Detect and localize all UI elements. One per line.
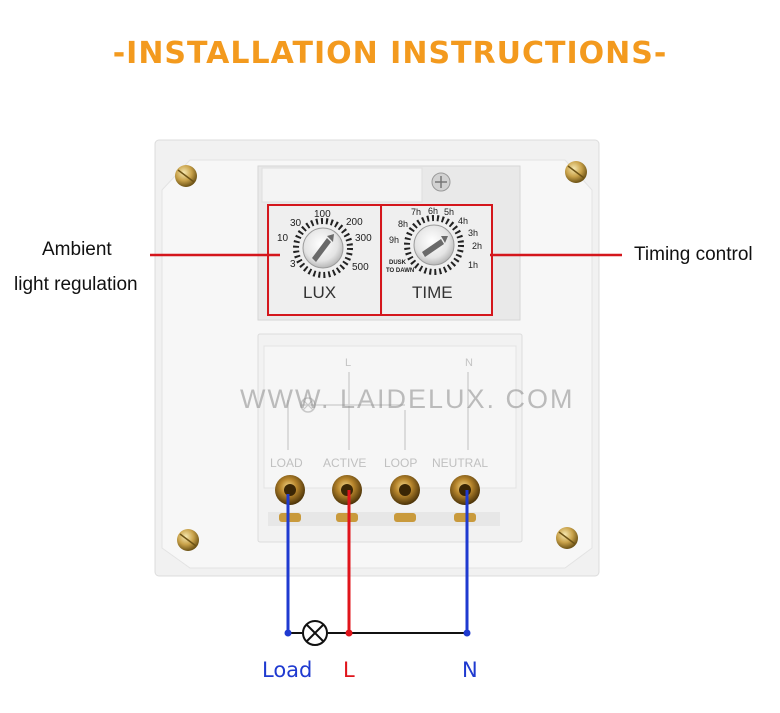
time-scale-9h: 9h xyxy=(389,235,399,245)
time-scale-8h: 8h xyxy=(398,219,408,229)
time-knob-arrow-icon xyxy=(422,236,448,257)
time-scale-6h: 6h xyxy=(428,206,438,216)
ambient-callout-line2: light regulation xyxy=(14,274,138,295)
time-dusk-line2: TO DAWN xyxy=(386,268,414,274)
time-label: TIME xyxy=(412,283,453,302)
time-dial-ticks xyxy=(404,215,464,275)
lux-scale-3: 3 xyxy=(290,259,296,270)
lux-scale-200: 200 xyxy=(346,217,363,228)
lamp-symbol-icon xyxy=(300,397,316,413)
n-node xyxy=(463,629,471,637)
time-highlight-box xyxy=(380,204,493,316)
time-scale-3h: 3h xyxy=(468,228,478,238)
lux-label: LUX xyxy=(303,283,336,302)
terminal-top-n: N xyxy=(465,357,473,369)
terminal-label-active: ACTIVE xyxy=(323,456,366,470)
terminal-label-load: LOAD xyxy=(270,456,303,470)
corner-screw-bl-icon xyxy=(177,529,199,551)
terminal-neutral-icon xyxy=(450,475,480,522)
terminal-label-neutral: NEUTRAL xyxy=(432,456,488,470)
time-scale-4h: 4h xyxy=(458,216,468,226)
lux-scale-10: 10 xyxy=(277,233,289,244)
terminal-label-loop: LOOP xyxy=(384,456,417,470)
watermark: WWW. LAIDELUX. COM xyxy=(240,384,575,414)
load-node xyxy=(284,629,292,637)
ambient-callout-line1: Ambient xyxy=(42,239,112,260)
time-scale-7h: 7h xyxy=(411,207,421,217)
lux-scale-500: 500 xyxy=(352,262,369,273)
wire-label-n: N xyxy=(462,658,478,682)
terminal-load-icon xyxy=(275,475,305,522)
time-dusk-line1: DUSK xyxy=(389,260,407,266)
module-screw-icon xyxy=(431,172,451,192)
lux-dial-ticks xyxy=(293,218,353,278)
terminal-top-l: L xyxy=(345,357,351,369)
module-tab xyxy=(261,167,423,203)
page-title: -INSTALLATION INSTRUCTIONS- xyxy=(112,36,668,71)
corner-screw-br-icon xyxy=(556,527,578,549)
corner-screw-tr-icon xyxy=(565,161,587,183)
lamp-icon xyxy=(302,620,328,646)
time-scale-2h: 2h xyxy=(472,241,482,251)
time-scale-5h: 5h xyxy=(444,207,454,217)
terminal-active-icon xyxy=(332,475,362,522)
corner-screw-tl-icon xyxy=(175,165,197,187)
lux-scale-100: 100 xyxy=(314,209,331,220)
terminal-loop-icon xyxy=(390,475,420,522)
lux-scale-300: 300 xyxy=(355,233,372,244)
lux-scale-30: 30 xyxy=(290,218,302,229)
time-scale-1h: 1h xyxy=(468,260,478,270)
lux-knob-arrow-icon xyxy=(312,234,334,262)
l-node xyxy=(345,629,353,637)
wire-label-load: Load xyxy=(262,658,313,682)
wire-label-l: L xyxy=(343,658,355,682)
timing-callout: Timing control xyxy=(634,244,753,265)
